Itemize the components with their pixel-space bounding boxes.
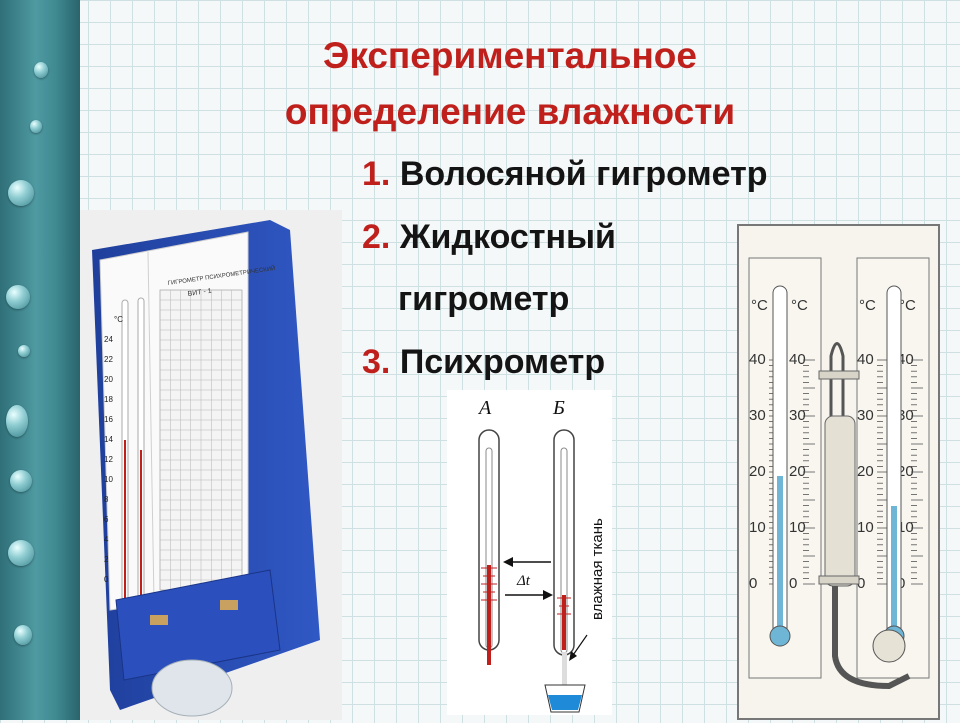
scale-tick-label: 0 xyxy=(749,575,757,592)
scale-tick-label: 10 xyxy=(789,519,806,536)
water-bottle xyxy=(151,659,233,717)
scale-tick-label: 18 xyxy=(104,395,113,404)
water-tray xyxy=(115,569,281,681)
thermometer-b-column xyxy=(562,595,566,650)
scale-tick-label: 0 xyxy=(104,575,109,584)
water-drop-icon xyxy=(6,405,28,437)
scale-tick-label: 0 xyxy=(857,575,865,592)
unit-label: °C xyxy=(899,297,916,314)
model-label: ВИТ - 1 xyxy=(187,288,212,298)
label-b: Б xyxy=(552,397,565,419)
water-drop-icon xyxy=(30,120,42,133)
scale-tick-label: 10 xyxy=(104,475,113,484)
list-item: 2. Жидкостный xyxy=(362,218,616,256)
list-item: гигрометр xyxy=(398,280,570,318)
scale-tick-label: 4 xyxy=(104,535,109,544)
scale-tick-label: 20 xyxy=(104,375,113,384)
scale-tick-label: 40 xyxy=(749,351,766,368)
water-drop-icon xyxy=(18,345,30,357)
scale-tick-label: 16 xyxy=(104,415,113,424)
unit-label: °C xyxy=(859,297,876,314)
psychrometer-schematic: А Б Δt влажная ткань xyxy=(447,390,612,715)
bulb-pipe xyxy=(832,586,911,690)
scale-tick-label: 22 xyxy=(104,355,113,364)
insulating-sleeve xyxy=(824,415,856,587)
scale-tick-label: 30 xyxy=(857,407,874,424)
scale-tick-label: 6 xyxy=(104,515,109,524)
wick xyxy=(562,652,567,692)
hygrometer-photo-drawing: ГИГРОМЕТР ПСИХРОМЕТРИЧЕСКИЙ ВИТ - 1 °C 2… xyxy=(80,210,342,720)
label-a: А xyxy=(477,397,492,419)
list-item: 3. Психрометр xyxy=(362,343,606,381)
wet-thermometer-column xyxy=(140,450,142,598)
title-line-1: Экспериментальное xyxy=(323,35,697,76)
unit-label: °C xyxy=(114,315,123,324)
scale-tick-label: 30 xyxy=(789,407,806,424)
left-decorative-border xyxy=(0,0,80,720)
scale-tick-label: 20 xyxy=(857,463,874,480)
title-line-2: определение влажности xyxy=(284,91,736,132)
water-drop-icon xyxy=(10,470,32,492)
wet-cloth-label: влажная ткань xyxy=(589,518,606,620)
scale-tick-label: 40 xyxy=(789,351,806,368)
water-drop-icon xyxy=(6,285,30,309)
scale-tick-label: 20 xyxy=(789,463,806,480)
hygrometer-photo: ГИГРОМЕТР ПСИХРОМЕТРИЧЕСКИЙ ВИТ - 1 °C 2… xyxy=(80,210,342,720)
scale-tick-label: 24 xyxy=(104,335,113,344)
scale-tick-label: 40 xyxy=(857,351,874,368)
water-drop-icon xyxy=(8,540,34,566)
water-drop-icon xyxy=(14,625,32,645)
unit-label: °C xyxy=(751,297,768,314)
scale-tick-label: 20 xyxy=(749,463,766,480)
scale-tick-label: 14 xyxy=(104,435,113,444)
scale-tick-label: 12 xyxy=(104,455,113,464)
thermometer-a-column xyxy=(487,565,491,665)
scale-tick-label: 0 xyxy=(789,575,797,592)
water-drop-icon xyxy=(8,180,34,206)
water-drop-icon xyxy=(34,62,48,78)
list-item: 1. Волосяной гигрометр xyxy=(362,155,768,193)
ether-tube xyxy=(829,342,845,586)
scale-tick-label: 10 xyxy=(749,519,766,536)
delta-t-label: Δt xyxy=(516,573,531,589)
left-thermometer-liquid xyxy=(777,476,783,636)
scale-tick-label: 10 xyxy=(857,519,874,536)
dry-thermometer-column xyxy=(124,440,126,600)
scale-tick-label: 8 xyxy=(104,495,109,504)
slide-title: Экспериментальное определение влажности xyxy=(200,28,820,140)
psychrometric-table xyxy=(159,289,243,591)
scale-tick-label: 30 xyxy=(749,407,766,424)
right-thermometer-liquid xyxy=(891,506,897,636)
unit-label: °C xyxy=(791,297,808,314)
scale-tick-label: 2 xyxy=(104,555,109,564)
